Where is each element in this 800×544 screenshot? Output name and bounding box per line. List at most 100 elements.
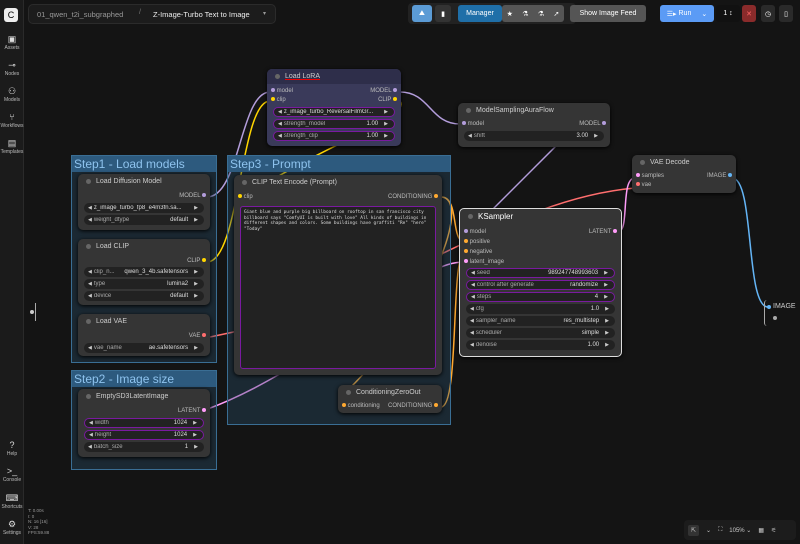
empty-slot[interactable]: [773, 316, 777, 320]
minimap-icon[interactable]: ▦: [758, 527, 764, 534]
breadcrumb-current[interactable]: Z-Image-Turbo Text to Image: [153, 10, 250, 19]
run-button[interactable]: ☰▸ Run⌄: [660, 5, 714, 22]
input-positive[interactable]: positive: [469, 239, 491, 245]
sidebar-item-console[interactable]: >_Console: [0, 466, 24, 483]
input-samples[interactable]: samples: [641, 173, 665, 179]
label: Nodes: [4, 71, 20, 77]
lora-name-widget[interactable]: z_image_turbo_ReversalFilmGr...: [273, 107, 395, 117]
node-clip-text-encode[interactable]: CLIP Text Encode (Prompt) clip CONDITION…: [234, 175, 442, 375]
clip-name-widget[interactable]: clip_n...qwen_3_4b.safetensors: [84, 267, 204, 277]
input-negative[interactable]: negative: [469, 249, 493, 255]
subgraph-input[interactable]: [28, 303, 36, 321]
arrow-icon[interactable]: ➚: [553, 10, 560, 18]
output-latent[interactable]: LATENT: [177, 408, 201, 414]
chevron-down-icon[interactable]: ▾: [263, 11, 267, 17]
input-model[interactable]: model: [467, 121, 485, 127]
sidebar-item-shortcuts[interactable]: ⌨Shortcuts: [0, 493, 24, 510]
manager-button[interactable]: Manager: [458, 5, 502, 22]
terminal-icon: >_: [6, 466, 18, 476]
keyboard-icon: ⌨: [5, 493, 19, 503]
comfy-logo[interactable]: C: [4, 8, 18, 22]
output-conditioning[interactable]: CONDITIONING: [387, 403, 433, 409]
input-clip[interactable]: clip: [276, 97, 286, 103]
chevron-down-icon[interactable]: ⌄: [701, 10, 708, 18]
stat-time: T: 0.00s: [28, 508, 44, 513]
input-slot-dot[interactable]: [30, 310, 34, 314]
output-model[interactable]: MODEL: [179, 193, 201, 199]
count: 1: [723, 10, 728, 17]
history-icon[interactable]: ◷: [761, 5, 775, 22]
sidebar-item-settings[interactable]: ⚙Settings: [0, 519, 24, 536]
input-model[interactable]: model: [276, 88, 294, 94]
bookmark-button[interactable]: ▮: [435, 5, 451, 22]
sidebar-item-assets[interactable]: ▣Assets: [0, 34, 24, 51]
output-model[interactable]: MODEL: [370, 88, 392, 94]
output-image[interactable]: IMAGE: [773, 303, 796, 310]
node-ksampler[interactable]: KSampler model positive negative latent_…: [459, 208, 622, 357]
input-clip[interactable]: clip: [243, 194, 253, 200]
input-vae[interactable]: vae: [641, 182, 652, 188]
workflow-tab[interactable]: 01_qwen_t2i_subgraphed / Z-Image-Turbo T…: [28, 4, 276, 24]
node-load-diffusion-model[interactable]: Load Diffusion Model MODEL z_image_turbo…: [78, 174, 210, 230]
output-model[interactable]: MODEL: [579, 121, 601, 127]
show-image-feed-button[interactable]: Show Image Feed: [570, 5, 646, 22]
unet-name-widget[interactable]: z_image_turbo_fp8_e4m3fn.sa...: [84, 203, 204, 213]
sidebar-item-help[interactable]: ?Help: [0, 440, 24, 457]
node-load-lora[interactable]: Load LoRA model clip MODEL CLIP z_image_…: [267, 69, 401, 146]
chevron-down-icon[interactable]: ⌄: [706, 527, 712, 534]
panel-icon[interactable]: ▯: [779, 5, 793, 22]
manager-tools[interactable]: ★ ⚗ ⚗ ➚: [502, 5, 564, 22]
sidebar-item-templates[interactable]: ▤Templates: [0, 138, 24, 155]
input-model[interactable]: model: [469, 229, 487, 235]
select-tool-icon[interactable]: ⇱: [688, 524, 700, 536]
image-slot-dot[interactable]: [767, 305, 771, 309]
node-model-sampling-auraflow[interactable]: ModelSamplingAuraFlow model MODEL shift3…: [458, 103, 610, 147]
node-title: ConditioningZeroOut: [338, 385, 442, 400]
prompt-textarea[interactable]: Giant blue and purple big billboard on r…: [240, 206, 436, 369]
zoom-level[interactable]: 105% ⌄: [729, 527, 752, 534]
input-latent-image[interactable]: latent_image: [469, 259, 505, 265]
flask-icon[interactable]: ⚗: [537, 10, 545, 18]
output-clip[interactable]: CLIP: [187, 258, 201, 264]
output-vae[interactable]: VAE: [188, 333, 201, 339]
sidebar-item-nodes[interactable]: ⊸Nodes: [0, 60, 24, 77]
label: Templates: [0, 149, 24, 155]
output-image[interactable]: IMAGE: [706, 173, 727, 179]
input-conditioning[interactable]: conditioning: [347, 403, 380, 409]
fit-view-icon[interactable]: ⛶: [718, 526, 723, 533]
node-load-clip[interactable]: Load CLIP CLIP clip_n...qwen_3_4b.safete…: [78, 239, 210, 305]
node-vae-decode[interactable]: VAE Decode samples vae IMAGE: [632, 155, 736, 193]
subgraph-output[interactable]: IMAGE: [764, 300, 800, 326]
flask-icon[interactable]: ⚗: [522, 10, 529, 18]
cancel-button[interactable]: ✕: [742, 5, 756, 22]
output-clip[interactable]: CLIP: [378, 97, 392, 103]
star-icon[interactable]: ★: [506, 10, 513, 18]
output-latent[interactable]: LATENT: [588, 229, 612, 235]
output-conditioning[interactable]: CONDITIONING: [387, 194, 433, 200]
sidebar-item-models[interactable]: ⚇Models: [0, 86, 24, 103]
sidebar-item-workflows[interactable]: ⑂Workflows: [0, 112, 24, 129]
node-conditioning-zero-out[interactable]: ConditioningZeroOut conditioning CONDITI…: [338, 385, 442, 413]
comfy-icon-button[interactable]: ⛰: [412, 5, 432, 22]
links-icon[interactable]: ⚟: [771, 527, 777, 534]
queue-count-stepper[interactable]: 1 ↕: [716, 5, 740, 22]
